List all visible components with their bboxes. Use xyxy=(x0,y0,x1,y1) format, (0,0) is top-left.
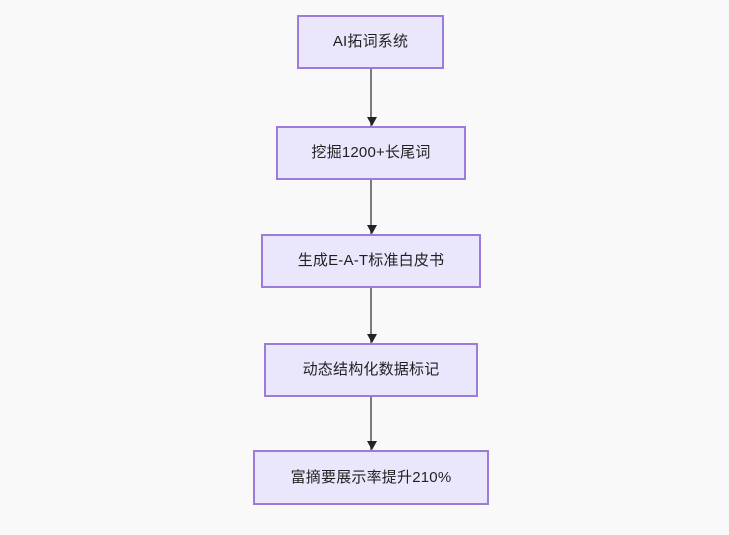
arrowhead-icon xyxy=(366,117,377,126)
flow-node-structured-data-markup[interactable]: 动态结构化数据标记 xyxy=(264,343,478,397)
flow-node-label: 动态结构化数据标记 xyxy=(302,361,440,378)
connector-node-3-to-node-4 xyxy=(366,288,377,343)
arrowhead-icon xyxy=(366,334,377,343)
flow-node-long-tail-mining[interactable]: 挖掘1200+长尾词 xyxy=(276,126,466,180)
connector-line xyxy=(370,288,373,343)
connector-line xyxy=(370,397,373,450)
connector-node-4-to-node-5 xyxy=(366,397,377,450)
flow-node-rich-snippet-result[interactable]: 富摘要展示率提升210% xyxy=(253,450,489,505)
connector-node-2-to-node-3 xyxy=(366,180,377,234)
arrowhead-icon xyxy=(366,441,377,450)
flow-node-eat-whitepaper[interactable]: 生成E-A-T标准白皮书 xyxy=(261,234,481,288)
connector-line xyxy=(370,180,373,234)
flow-node-label: 挖掘1200+长尾词 xyxy=(311,144,431,161)
arrowhead-icon xyxy=(366,225,377,234)
flow-node-label: 富摘要展示率提升210% xyxy=(290,468,452,486)
connector-line xyxy=(370,69,373,126)
flow-node-ai-keyword-system[interactable]: AI拓词系统 xyxy=(297,15,444,69)
flow-node-label: 生成E-A-T标准白皮书 xyxy=(297,252,445,269)
flow-node-label: AI拓词系统 xyxy=(332,33,409,50)
connector-node-1-to-node-2 xyxy=(366,69,377,126)
